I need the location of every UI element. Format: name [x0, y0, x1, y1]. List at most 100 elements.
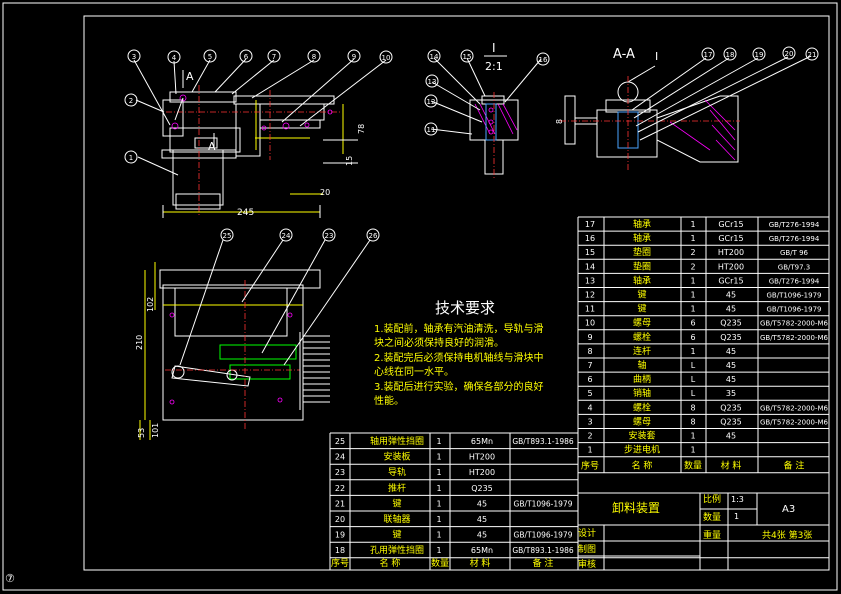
table-cell: 45 — [477, 499, 487, 508]
balloons-top — [133, 58, 387, 176]
table-cell: GB/T893.1-1986 — [512, 546, 574, 555]
balloon: 19 — [752, 47, 766, 61]
tech-title: 技术要求 — [435, 299, 495, 317]
balloon: 9 — [347, 49, 361, 63]
table-cell: 轴承 — [633, 274, 651, 286]
table-cell: 螺母 — [633, 318, 651, 329]
table-cell: GB/T5782-2000-M6 — [760, 320, 829, 328]
table-cell: 14 — [585, 262, 595, 271]
tech-line-3: 2.装配完后必须保持电机轴线与滑块中 — [374, 351, 544, 364]
balloon-number: 23 — [325, 232, 334, 240]
balloon: 23 — [322, 228, 336, 242]
push-plate — [299, 332, 330, 410]
table-cell: GB/T5782-2000-M6 — [760, 418, 829, 426]
table-cell: GB/T5782-2000-M6 — [760, 334, 829, 342]
header-cell: 数量 — [684, 460, 702, 472]
balloon-number: 7 — [272, 53, 276, 61]
table-cell: GB/T1096-1979 — [766, 306, 821, 314]
dim-210: 210 — [135, 335, 144, 350]
balloon: 11 — [424, 122, 438, 136]
table-cell: 2 — [587, 432, 592, 441]
table-cell: GB/T1096-1979 — [766, 292, 821, 300]
table-cell: 2 — [690, 262, 695, 271]
table-cell: GB/T 96 — [780, 249, 809, 257]
dim-78: 78 — [357, 124, 366, 134]
table-cell: GB/T893.1-1986 — [512, 437, 574, 446]
table-cell: 1 — [690, 276, 695, 285]
table-cell: 1 — [436, 468, 441, 477]
weight-label: 重量 — [703, 529, 721, 541]
dim-102: 102 — [146, 297, 155, 312]
table-cell: 21 — [335, 499, 345, 508]
qty-value: 1 — [734, 512, 739, 521]
table-cell: 9 — [587, 333, 592, 342]
table-cell: Q235 — [720, 417, 742, 426]
table-cell: HT200 — [718, 248, 744, 257]
header-cell: 名 称 — [380, 557, 401, 569]
table-cell: 22 — [335, 484, 345, 493]
balloon-number: 13 — [428, 78, 437, 86]
tech-line-6: 性能。 — [374, 394, 404, 407]
table-cell: 键 — [637, 303, 646, 315]
section-aa-view: A-A I 8 — [555, 47, 812, 170]
tech-line-1: 1.装配前，轴承有汽油清洗，导轨与滑 — [374, 322, 544, 335]
balloon: 10 — [379, 50, 393, 64]
balloon-number: 9 — [352, 53, 356, 61]
table-cell: GB/T276-1994 — [769, 277, 820, 285]
table-cell: 7 — [587, 361, 592, 370]
table-cell: 16 — [585, 234, 595, 243]
balloon-number: 16 — [539, 56, 548, 64]
table-cell: 1 — [690, 432, 695, 441]
table-cell: 4 — [587, 403, 592, 412]
table-cell: 25 — [335, 437, 345, 446]
table-cell: 1 — [690, 291, 695, 300]
table-cell: 5 — [587, 389, 592, 398]
table-cell: 垫圈 — [633, 260, 651, 272]
detail-label: I — [492, 41, 496, 55]
table-cell: 孔用弹性挡圈 — [370, 544, 424, 556]
balloon: 12 — [424, 94, 438, 108]
header-cell: 备 注 — [533, 557, 554, 569]
table-cell: 螺栓 — [633, 401, 651, 413]
table-cell: 45 — [477, 531, 487, 540]
tech-line-5: 3.装配后进行实验，确保各部分的良好 — [374, 380, 544, 393]
main-view: A A 245 20 78 15 — [161, 70, 366, 218]
table-cell: 1 — [690, 305, 695, 314]
balloon-number: 25 — [223, 232, 232, 240]
table-cell: 19 — [335, 531, 345, 540]
table-cell: 联轴器 — [383, 513, 410, 525]
balloon: 24 — [279, 228, 293, 242]
table-cell: HT200 — [469, 468, 495, 477]
balloon-number: 12 — [427, 98, 436, 106]
detail-scale: 2:1 — [485, 60, 503, 73]
tech-line-2: 块之间必须保持良好的润滑。 — [374, 336, 504, 349]
balloon-number: 8 — [312, 53, 316, 61]
table-cell: 6 — [690, 333, 695, 342]
drawing-label: 制图 — [578, 543, 596, 555]
balloon-number: 4 — [172, 54, 177, 62]
table-cell: 45 — [477, 515, 487, 524]
bottom-view: 102 210 53 101 — [135, 239, 371, 440]
table-cell: 1 — [690, 446, 695, 455]
table-cell: 6 — [587, 375, 592, 384]
table-cell: 11 — [585, 305, 595, 314]
table-cell: 45 — [726, 432, 736, 441]
header-cell: 名 称 — [632, 460, 653, 472]
table-cell: 20 — [335, 515, 345, 524]
balloon: 26 — [366, 228, 380, 242]
balloon: 1 — [124, 150, 138, 164]
table-cell: 35 — [726, 389, 736, 398]
